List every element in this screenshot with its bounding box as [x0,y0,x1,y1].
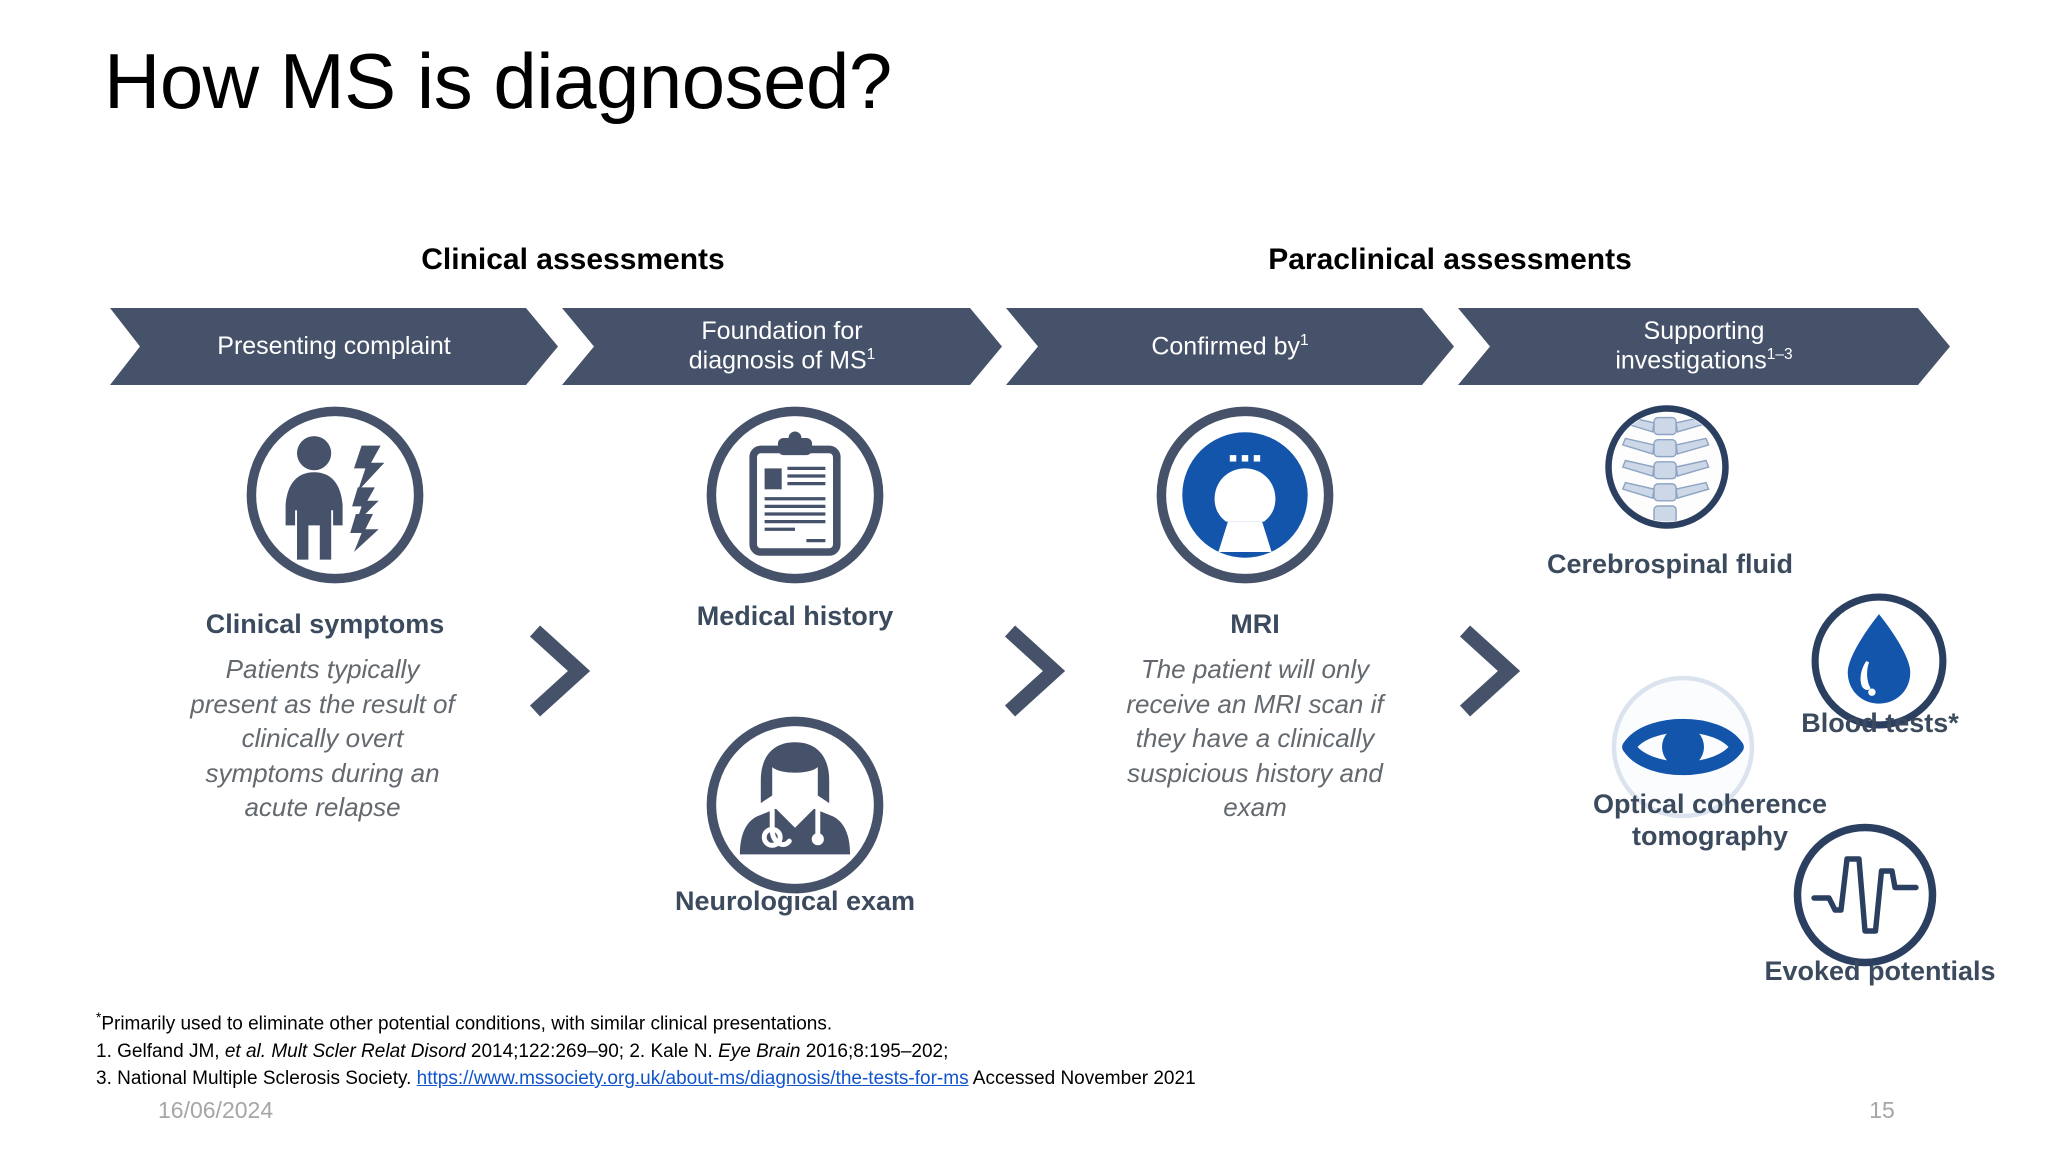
reference-1-journal: et al. Mult Scler Relat Disord [224,1040,466,1062]
step-chevron-icon-3 [1459,625,1521,717]
step-chevron-icon-1 [529,625,591,717]
reference-2-prefix: 2. Kale N. [629,1040,719,1062]
banner-step-foundation-for-diagnosis[interactable]: Foundation for diagnosis of MS1 [562,308,1002,385]
blood-drop-icon [1811,593,1947,729]
column-title-clinical-symptoms: Clinical symptoms [205,609,445,639]
eye-icon [1611,675,1755,819]
page-title: How MS is diagnosed? [104,37,892,125]
female-patient-symptoms-icon [246,406,424,584]
doctor-stethoscope-icon [706,716,884,894]
section-header-paraclinical-assessments: Paraclinical assessments [1268,243,1632,276]
column-body-clinical-symptoms: Patients typically present as the result… [190,654,455,823]
step-chevron-icon-2 [1004,625,1066,717]
banner-step-presenting-complaint[interactable]: Presenting complaint [110,308,558,385]
banner-step-confirmed-by[interactable]: Confirmed by1 [1006,308,1454,385]
reference-3-suffix: Accessed November 2021 [968,1068,1196,1090]
footnote-asterisk-line: *Primarily used to eliminate other poten… [96,1008,1796,1038]
column-title-optical-coherence-tomography: Optical coherence tomography [1592,789,1828,852]
banner-step-label: Presenting complaint [217,331,451,360]
column-title-cerebrospinal-fluid: Cerebrospinal fluid [1546,549,1794,579]
reference-1-suffix: 2014;122:269–90; [465,1040,630,1062]
footnote-marker: * [96,1010,102,1025]
mri-scanner-icon [1156,406,1334,584]
banner-step-supporting-investigations[interactable]: Supporting investigations1–3 [1458,308,1950,385]
column-title-medical-history: Medical history [696,601,894,631]
reference-2-suffix: 2016;8:195–202; [800,1040,949,1062]
column-body-mri: The patient will only receive an MRI sca… [1126,654,1384,823]
process-banner: Presenting complaint Foundation for diag… [110,308,1950,385]
footnote-references-line-2: 3. National Multiple Sclerosis Society. … [96,1065,1796,1092]
column-title-neurological-exam: Neurological exam [674,886,916,916]
column-title-blood-tests: Blood tests* [1801,708,1959,738]
banner-step-label: Foundation for diagnosis of MS1 [688,316,876,375]
banner-step-label: Confirmed by1 [1151,331,1309,360]
footnote-text: Primarily used to eliminate other potent… [101,1013,833,1035]
section-header-clinical-assessments: Clinical assessments [421,243,725,276]
slide-number: 15 [1869,1097,1895,1123]
reference-3-prefix: 3. National Multiple Sclerosis Society. [96,1068,417,1090]
spine-icon [1605,405,1729,529]
waveform-icon [1793,823,1937,967]
reference-1-prefix: 1. Gelfand JM, [96,1040,225,1062]
column-title-evoked-potentials: Evoked potentials [1764,956,1996,986]
banner-step-label: Supporting investigations1–3 [1615,316,1793,375]
footnote-references-line-1: 1. Gelfand JM, et al. Mult Scler Relat D… [96,1038,1796,1065]
mssociety-link[interactable]: https://www.mssociety.org.uk/about-ms/di… [416,1068,969,1090]
reference-2-journal: Eye Brain [718,1040,801,1062]
slide-date: 16/06/2024 [158,1097,274,1123]
clipboard-icon [706,406,884,584]
footnotes: *Primarily used to eliminate other poten… [96,1008,1796,1092]
column-title-mri: MRI [1230,609,1280,639]
